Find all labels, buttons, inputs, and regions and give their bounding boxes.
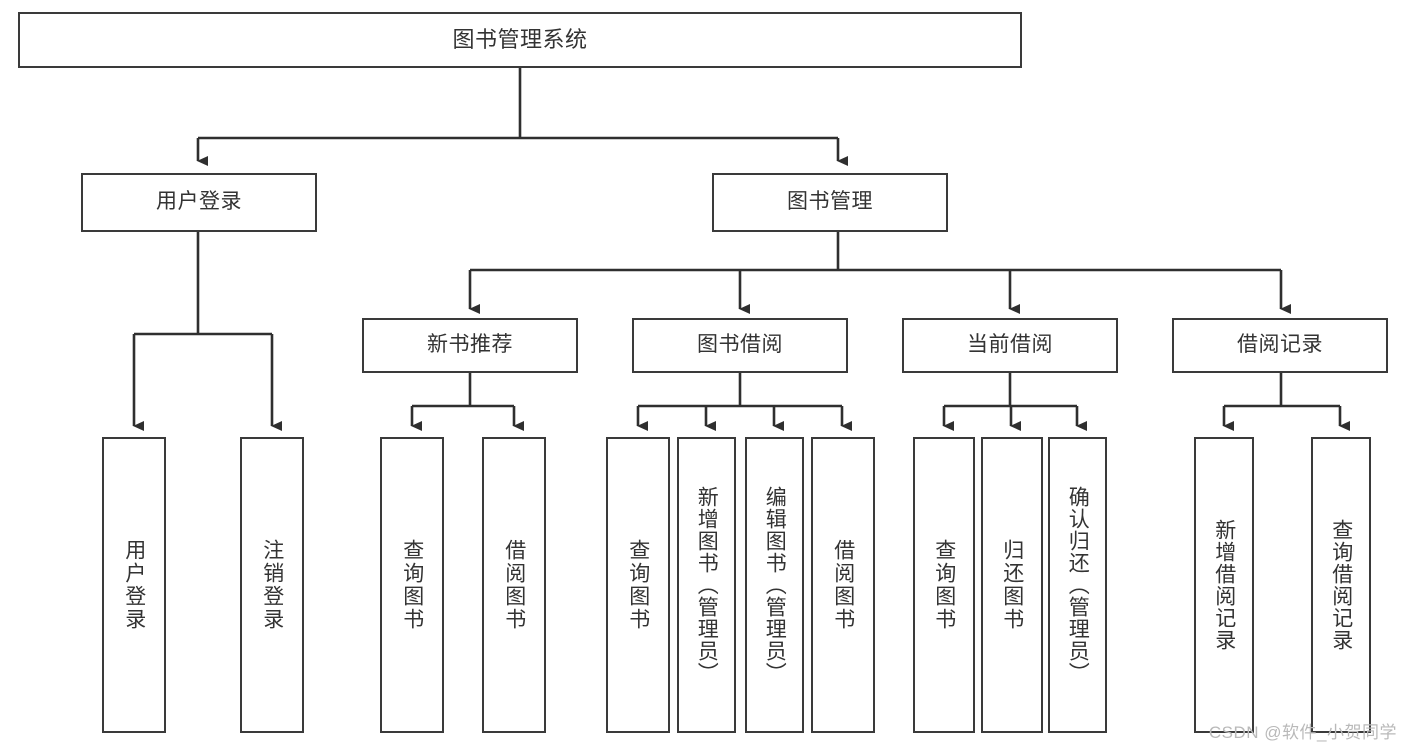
node-leaf-user-login-label: 用户登录 xyxy=(122,539,146,631)
node-book-borrow-label: 图书借阅 xyxy=(697,333,783,357)
node-leaf-query-book-3[interactable]: 查询图书 xyxy=(913,437,975,733)
node-leaf-query-book-3-label: 查询图书 xyxy=(932,539,956,631)
node-leaf-query-book-2[interactable]: 查询图书 xyxy=(606,437,670,733)
node-leaf-query-record[interactable]: 查询借阅记录 xyxy=(1311,437,1371,733)
node-root[interactable]: 图书管理系统 xyxy=(18,12,1022,68)
node-leaf-return-book-label: 归还图书 xyxy=(1000,539,1024,631)
node-current-borrow[interactable]: 当前借阅 xyxy=(902,318,1118,373)
node-leaf-query-book-1[interactable]: 查询图书 xyxy=(380,437,444,733)
node-leaf-confirm-return-label: 确认归还（管理员） xyxy=(1066,486,1090,684)
csdn-watermark: CSDN @软件_小贺同学 xyxy=(1208,723,1397,742)
node-leaf-query-book-1-label: 查询图书 xyxy=(400,539,424,631)
node-leaf-return-book[interactable]: 归还图书 xyxy=(981,437,1043,733)
node-book-manage[interactable]: 图书管理 xyxy=(712,173,948,232)
node-user-login-label: 用户登录 xyxy=(156,190,242,214)
node-leaf-edit-book-label: 编辑图书（管理员） xyxy=(763,486,787,684)
node-user-login[interactable]: 用户登录 xyxy=(81,173,317,232)
node-leaf-borrow-book-1-label: 借阅图书 xyxy=(502,539,526,631)
node-new-book-rec-label: 新书推荐 xyxy=(427,333,513,357)
node-new-book-rec[interactable]: 新书推荐 xyxy=(362,318,578,373)
node-current-borrow-label: 当前借阅 xyxy=(967,333,1053,357)
node-book-borrow[interactable]: 图书借阅 xyxy=(632,318,848,373)
node-leaf-user-login[interactable]: 用户登录 xyxy=(102,437,166,733)
node-borrow-record-label: 借阅记录 xyxy=(1237,333,1323,357)
node-root-label: 图书管理系统 xyxy=(452,27,588,53)
node-leaf-logout-label: 注销登录 xyxy=(260,539,284,631)
node-leaf-add-record-label: 新增借阅记录 xyxy=(1212,519,1236,651)
node-leaf-query-book-2-label: 查询图书 xyxy=(626,539,650,631)
node-leaf-add-book-label: 新增图书（管理员） xyxy=(695,486,719,684)
node-leaf-borrow-book-1[interactable]: 借阅图书 xyxy=(482,437,546,733)
node-leaf-edit-book[interactable]: 编辑图书（管理员） xyxy=(745,437,804,733)
node-book-manage-label: 图书管理 xyxy=(787,190,873,214)
node-borrow-record[interactable]: 借阅记录 xyxy=(1172,318,1388,373)
node-leaf-query-record-label: 查询借阅记录 xyxy=(1329,519,1353,651)
node-leaf-logout[interactable]: 注销登录 xyxy=(240,437,304,733)
node-leaf-add-record[interactable]: 新增借阅记录 xyxy=(1194,437,1254,733)
node-leaf-confirm-return[interactable]: 确认归还（管理员） xyxy=(1048,437,1107,733)
node-leaf-borrow-book-2-label: 借阅图书 xyxy=(831,539,855,631)
node-leaf-borrow-book-2[interactable]: 借阅图书 xyxy=(811,437,875,733)
node-leaf-add-book[interactable]: 新增图书（管理员） xyxy=(677,437,736,733)
